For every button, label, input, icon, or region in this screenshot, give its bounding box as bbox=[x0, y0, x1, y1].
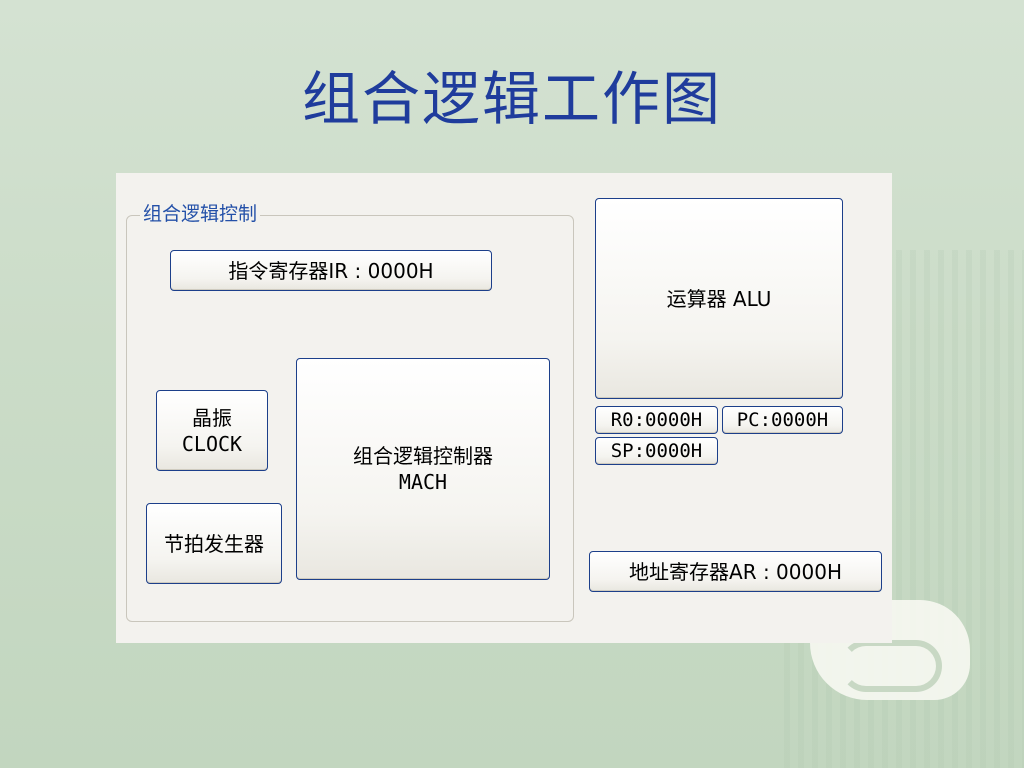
ir-register-button[interactable]: 指令寄存器IR : 0000H bbox=[170, 250, 492, 291]
sp-register-button[interactable]: SP:0000H bbox=[595, 437, 718, 465]
groupbox-label: 组合逻辑控制 bbox=[140, 199, 261, 226]
pc-register-button[interactable]: PC:0000H bbox=[722, 406, 843, 434]
beat-generator-label: 节拍发生器 bbox=[164, 531, 264, 556]
combinational-logic-groupbox bbox=[126, 215, 574, 622]
control-panel: 组合逻辑控制 指令寄存器IR : 0000H 晶振 CLOCK 节拍发生器 组合… bbox=[116, 173, 892, 643]
alu-button[interactable]: 运算器 ALU bbox=[595, 198, 843, 399]
beat-generator-button[interactable]: 节拍发生器 bbox=[146, 503, 282, 584]
logic-controller-label-en: MACH bbox=[398, 470, 448, 494]
ar-register-button[interactable]: 地址寄存器AR : 0000H bbox=[589, 551, 882, 592]
ar-register-label: 地址寄存器AR : 0000H bbox=[629, 559, 842, 584]
ir-register-label: 指令寄存器IR : 0000H bbox=[228, 258, 434, 283]
alu-label: 运算器 ALU bbox=[666, 286, 772, 311]
logic-controller-label-cn: 组合逻辑控制器 bbox=[353, 444, 493, 468]
decorative-swirl-inner bbox=[840, 640, 942, 692]
r0-register-label: R0:0000H bbox=[610, 409, 703, 431]
logic-controller-button[interactable]: 组合逻辑控制器 MACH bbox=[296, 358, 550, 580]
sp-register-label: SP:0000H bbox=[610, 440, 703, 462]
clock-button[interactable]: 晶振 CLOCK bbox=[156, 390, 268, 471]
clock-label-cn: 晶振 bbox=[192, 405, 232, 430]
r0-register-button[interactable]: R0:0000H bbox=[595, 406, 718, 434]
clock-label-en: CLOCK bbox=[181, 431, 243, 456]
pc-register-label: PC:0000H bbox=[736, 409, 829, 431]
slide-title: 组合逻辑工作图 bbox=[301, 65, 722, 133]
